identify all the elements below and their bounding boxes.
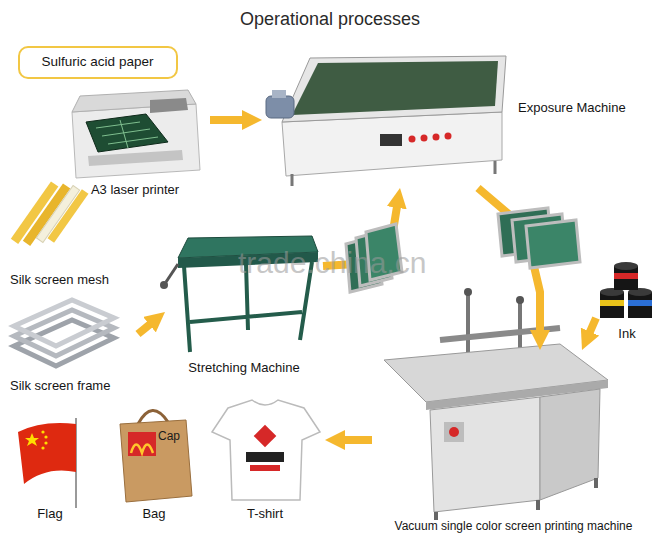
machine-cabinet-side	[540, 389, 600, 500]
machine-button	[449, 427, 459, 437]
node-caption: Silk screen mesh	[10, 272, 138, 288]
aluminium-frame	[14, 300, 114, 346]
tshirt-illustration	[212, 400, 320, 500]
machine-knob	[516, 296, 524, 304]
stretched-screen	[366, 224, 402, 280]
printer-body	[72, 104, 200, 178]
flag-star	[44, 441, 47, 444]
stretching-crank-knob	[160, 281, 168, 289]
tshirt-body	[212, 400, 320, 500]
stretching-legs	[184, 262, 312, 352]
exposure-button	[445, 133, 452, 140]
ink-can-lid	[614, 262, 638, 270]
vacuum-pump	[266, 96, 294, 118]
machine-posts	[468, 292, 520, 352]
bag-illustration	[120, 410, 192, 502]
node-caption: Silk screen frame	[10, 378, 138, 394]
node-caption: Stretching Machine	[165, 360, 323, 376]
tshirt-print	[254, 425, 277, 448]
node-caption: T-shirt	[205, 506, 325, 522]
flow-arrow	[587, 318, 596, 339]
flag-star	[25, 433, 39, 446]
exposed-screens-illustration	[498, 208, 580, 268]
node-caption: Vacuum single color screen printing mach…	[372, 518, 655, 534]
circuit-traces	[96, 120, 158, 148]
exposure-button	[433, 134, 440, 141]
exposure-lid	[282, 56, 506, 122]
ink-can-band	[614, 273, 638, 279]
callout-box: Sulfuric acid paper	[18, 46, 178, 79]
flow-arrow	[138, 320, 156, 334]
tshirt-print	[250, 465, 280, 471]
exposure-legs	[292, 161, 495, 186]
exposure-front	[282, 112, 502, 176]
mesh-roll	[48, 189, 89, 243]
mesh-rolls-illustration	[11, 181, 89, 246]
bag-logo	[128, 432, 156, 456]
stretching-machine-illustration	[160, 236, 318, 352]
circuit-paper-sheet	[86, 114, 168, 152]
flag-star	[44, 435, 47, 438]
flow-arrow	[210, 116, 250, 124]
diagram-title: Operational processes	[0, 8, 660, 30]
exposure-button	[421, 135, 428, 142]
exposure-machine-illustration	[266, 56, 506, 186]
node-caption: Flag	[8, 506, 92, 522]
node-caption: Sulfuric acid paper	[20, 54, 175, 70]
screen-frames-illustration	[14, 300, 114, 366]
bag-logo-arches	[131, 445, 153, 454]
machine-knob	[464, 288, 472, 296]
machine-feet	[436, 478, 596, 520]
stretched-screens-illustration	[346, 224, 402, 292]
ink-can-band	[600, 300, 624, 306]
node-caption: Exposure Machine	[518, 100, 652, 116]
exposure-button	[409, 136, 416, 143]
bag-body	[120, 420, 192, 502]
machine-cabinet-front	[430, 397, 540, 512]
vacuum-pump-cap	[272, 90, 286, 98]
ink-cans-illustration	[600, 262, 652, 318]
flag-star	[41, 446, 44, 449]
stretching-table-edge	[178, 252, 318, 268]
stretching-crank	[166, 264, 178, 282]
flag-cloth	[18, 423, 76, 484]
node-caption: Bag	[112, 506, 196, 522]
flag-star	[41, 430, 44, 433]
node-caption: Ink	[596, 326, 658, 342]
exposed-screen	[526, 220, 580, 268]
screen-printing-machine-illustration	[384, 288, 608, 520]
exposure-display	[380, 134, 402, 146]
machine-panel	[444, 422, 464, 442]
tshirt-print	[246, 452, 284, 462]
exposure-glass	[292, 61, 498, 115]
printer-top	[72, 90, 196, 112]
flag-illustration	[18, 418, 76, 508]
printer-panel	[150, 98, 188, 113]
ink-can-band	[628, 300, 652, 306]
flow-arrow	[337, 436, 372, 444]
printer-tray	[88, 150, 183, 166]
laser-printer-illustration	[72, 90, 200, 178]
